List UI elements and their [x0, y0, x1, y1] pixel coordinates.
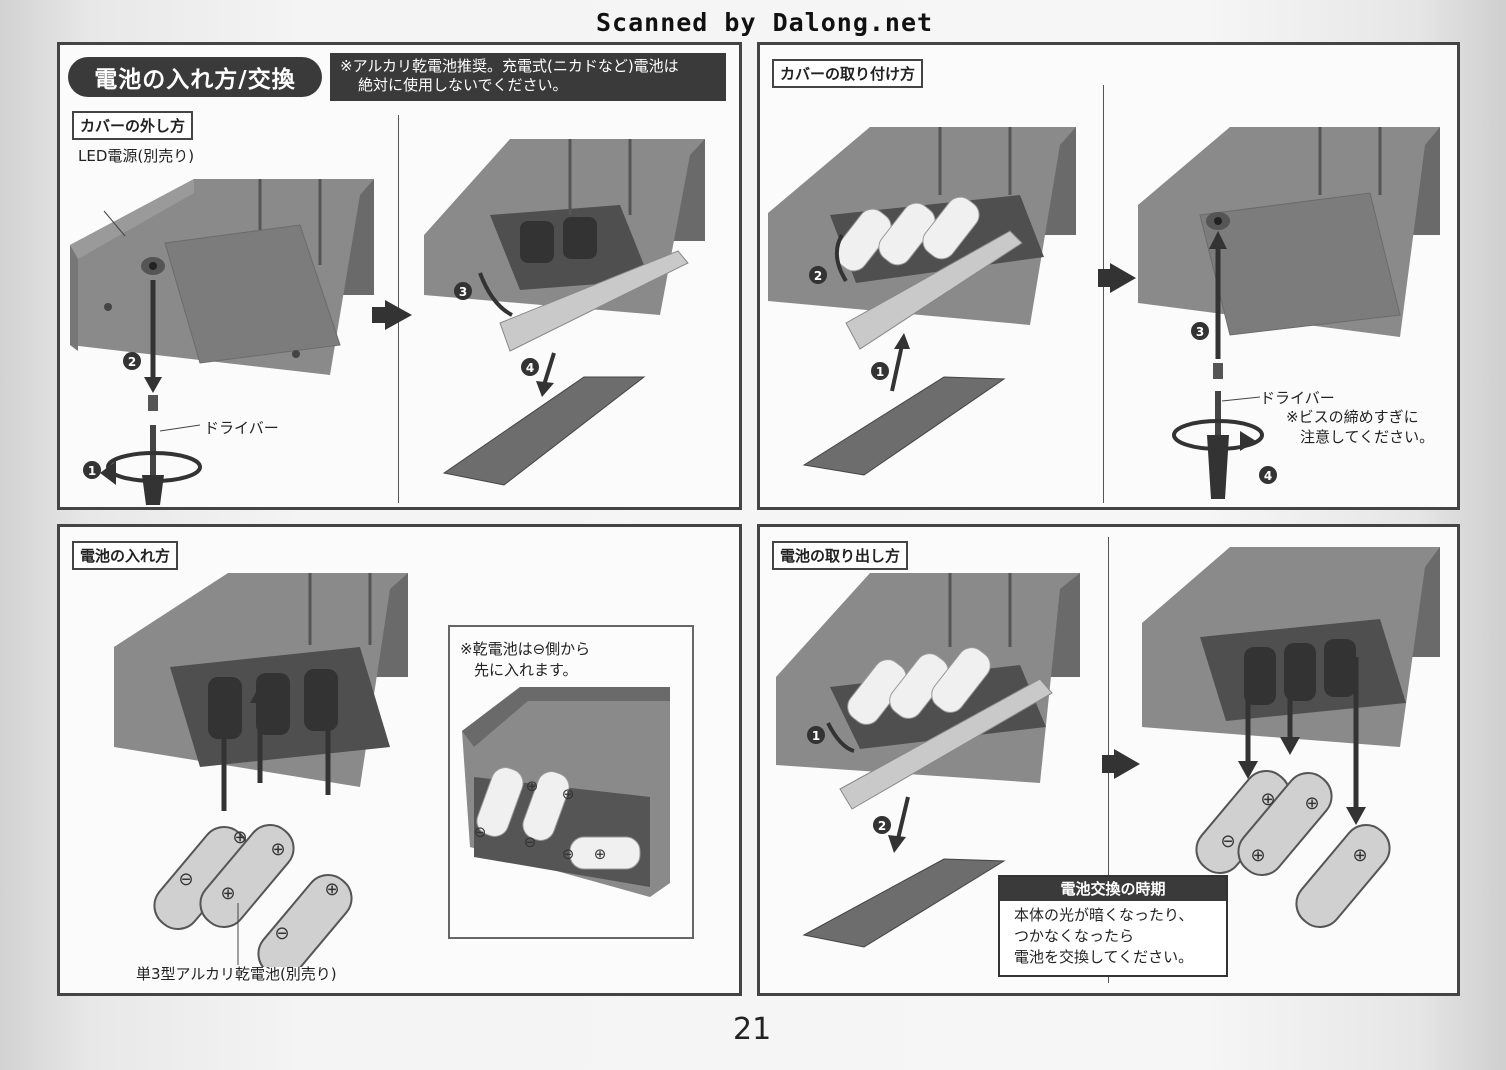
inset-illustration: ⊕ ⊖ ⊕ ⊖ ⊖ ⊕: [462, 687, 670, 897]
svg-text:⊕: ⊕: [526, 777, 539, 795]
scan-credit: Scanned by Dalong.net: [596, 8, 934, 37]
svg-text:⊖: ⊖: [1220, 831, 1235, 852]
step-2-badge: 2: [878, 819, 886, 833]
timing-title: 電池交換の時期: [1000, 877, 1226, 901]
cover-removal-panel: 電池の入れ方/交換 ※アルカリ乾電池推奨。充電式(ニカドなど)電池は 絶対に使用…: [57, 42, 742, 510]
caution-line-2: 注意してください。: [1300, 428, 1435, 446]
battery-cover: [802, 858, 1006, 948]
svg-text:⊕: ⊕: [562, 785, 575, 803]
timing-line-2: つかなくなったら: [1014, 927, 1135, 945]
step-1-badge: 1: [876, 365, 884, 379]
caution-line-1: ※ビスの締めすぎに: [1286, 408, 1419, 426]
svg-text:⊖: ⊖: [562, 845, 575, 863]
timing-line-3: 電池を交換してください。: [1014, 948, 1194, 966]
screw-caution: ※ビスの締めすぎに 注意してください。: [1286, 407, 1434, 447]
step-2-badge: 2: [128, 355, 136, 369]
svg-text:⊕: ⊕: [270, 839, 285, 860]
svg-text:⊕: ⊕: [1260, 789, 1275, 810]
aa-batteries: [153, 824, 353, 967]
battery-cover: [442, 376, 646, 486]
svg-text:⊕: ⊕: [1352, 845, 1367, 866]
svg-text:⊖: ⊖: [524, 833, 537, 851]
subheading-battery-insert: 電池の入れ方: [72, 541, 179, 570]
svg-text:⊕: ⊕: [324, 879, 339, 900]
cover-attach-panel: カバーの取り付け方 ドライバー ※ビスの締めすぎに 注意してください。 2 1: [757, 42, 1460, 510]
step-divider: [1103, 85, 1104, 503]
svg-text:⊖: ⊖: [474, 823, 487, 841]
step-3-badge: 3: [459, 285, 467, 299]
step-1-badge: 1: [812, 729, 820, 743]
svg-text:⊖: ⊖: [178, 869, 193, 890]
battery-caption: 単3型アルカリ乾電池(別売り): [136, 965, 337, 983]
subheading-battery-remove: 電池の取り出し方: [772, 541, 909, 570]
inset-note-line-1: ※乾電池は⊖側から: [460, 640, 591, 658]
battery-cover: [802, 376, 1006, 476]
led-power-unit: [70, 179, 374, 375]
battery-warning-note: ※アルカリ乾電池推奨。充電式(ニカドなど)電池は 絶対に使用しないでください。: [330, 53, 726, 101]
timing-line-1: 本体の光が暗くなったり、: [1014, 906, 1194, 924]
subheading-cover-removal: カバーの外し方: [72, 111, 194, 140]
svg-text:⊖: ⊖: [274, 923, 289, 944]
page-number: 21: [733, 1012, 772, 1047]
battery-remove-panel: 電池の取り出し方 1 2: [757, 524, 1460, 996]
screwdriver-callout: ドライバー: [204, 419, 279, 437]
section-title: 電池の入れ方/交換: [68, 57, 322, 97]
insertion-tip-inset: ※乾電池は⊖側から 先に入れます。 ⊕ ⊖ ⊕ ⊖ ⊖ ⊕: [448, 625, 694, 939]
svg-text:⊕: ⊕: [594, 845, 607, 863]
screwdriver-callout: ドライバー: [1260, 389, 1335, 407]
cover-removal-illustration: 2 1 3 4: [70, 139, 705, 505]
step-4-badge: 4: [1264, 469, 1272, 483]
battery-remove-illustration: 1 2 ⊕ ⊖ ⊕ ⊕: [776, 547, 1440, 948]
warning-line-1: ※アルカリ乾電池推奨。充電式(ニカドなど)電池は: [340, 57, 679, 75]
led-power-unit-closed: [1138, 127, 1440, 337]
aa-batteries: [1195, 770, 1391, 928]
led-power-callout: LED電源(別売り): [78, 147, 195, 165]
replacement-timing-box: 電池交換の時期 本体の光が暗くなったり、 つかなくなったら 電池を交換してくださ…: [998, 875, 1228, 977]
inset-note-line-2: 先に入れます。: [474, 661, 578, 679]
subheading-cover-attach: カバーの取り付け方: [772, 59, 924, 88]
cover-attach-illustration: 2 1 3 4: [768, 127, 1440, 499]
warning-line-2: 絶対に使用しないでください。: [358, 76, 568, 94]
step-2-badge: 2: [814, 269, 822, 283]
svg-text:⊕: ⊕: [1304, 793, 1319, 814]
step-1-badge: 1: [88, 464, 96, 478]
svg-text:⊕: ⊕: [232, 827, 247, 848]
step-4-badge: 4: [526, 361, 534, 375]
inset-note: ※乾電池は⊖側から 先に入れます。: [460, 639, 590, 681]
timing-body: 本体の光が暗くなったり、 つかなくなったら 電池を交換してください。: [1000, 901, 1226, 968]
svg-text:⊕: ⊕: [220, 883, 235, 904]
svg-text:⊕: ⊕: [1250, 845, 1265, 866]
step-3-badge: 3: [1196, 325, 1204, 339]
battery-insert-illustration: ⊕ ⊖ ⊕ ⊕ ⊕ ⊖: [114, 573, 408, 967]
led-power-unit-emptying: [1142, 547, 1440, 747]
battery-insert-panel: 電池の入れ方 単3型アルカリ乾電池(別売り) ⊕ ⊖ ⊕ ⊕: [57, 524, 742, 996]
led-power-unit-open: [114, 573, 408, 787]
